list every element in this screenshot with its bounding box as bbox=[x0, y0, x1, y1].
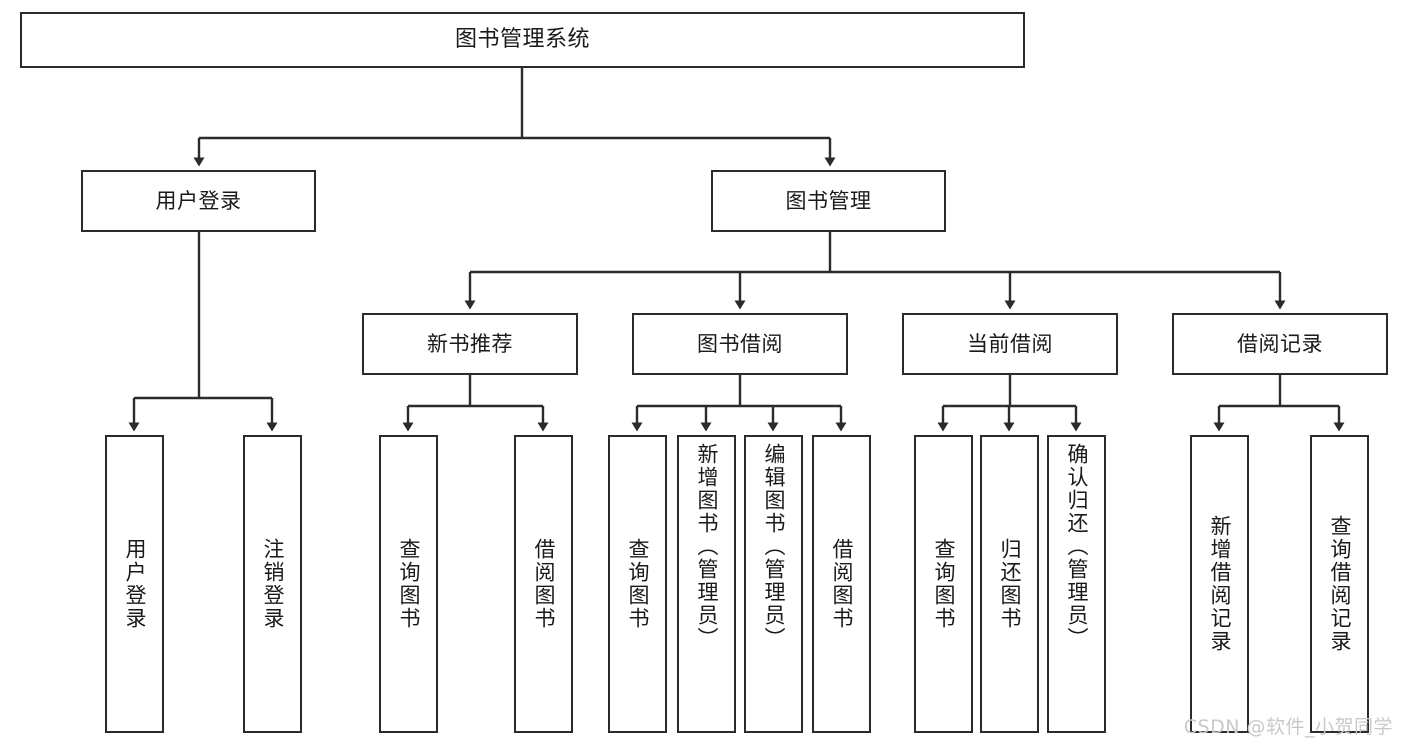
node-label: 新书推荐 bbox=[427, 331, 513, 356]
node-label: 新增借阅记录 bbox=[1208, 515, 1232, 653]
node-book-borrow[interactable]: 图书借阅 bbox=[632, 313, 848, 375]
node-root-system[interactable]: 图书管理系统 bbox=[20, 12, 1025, 68]
leaf-add-book-admin[interactable]: 新增图书（管理员） bbox=[677, 435, 736, 733]
leaf-confirm-return-admin[interactable]: 确认归还（管理员） bbox=[1047, 435, 1106, 733]
leaf-edit-book-admin[interactable]: 编辑图书（管理员） bbox=[744, 435, 803, 733]
node-label: 确认归还（管理员） bbox=[1065, 443, 1089, 650]
leaf-query-book-current[interactable]: 查询图书 bbox=[914, 435, 973, 733]
node-label: 借阅图书 bbox=[532, 538, 556, 630]
node-label: 查询图书 bbox=[932, 538, 956, 630]
node-label: 用户登录 bbox=[123, 538, 147, 630]
leaf-add-borrow-record[interactable]: 新增借阅记录 bbox=[1190, 435, 1249, 733]
leaf-borrow-book[interactable]: 借阅图书 bbox=[812, 435, 871, 733]
leaf-logout[interactable]: 注销登录 bbox=[243, 435, 302, 733]
leaf-borrow-book-recommend[interactable]: 借阅图书 bbox=[514, 435, 573, 733]
node-label: 查询图书 bbox=[626, 538, 650, 630]
leaf-return-book[interactable]: 归还图书 bbox=[980, 435, 1039, 733]
node-label: 编辑图书（管理员） bbox=[762, 443, 786, 650]
node-label: 用户登录 bbox=[155, 188, 242, 213]
node-label: 图书管理系统 bbox=[454, 27, 590, 53]
node-label: 归还图书 bbox=[998, 538, 1022, 630]
node-user-login[interactable]: 用户登录 bbox=[81, 170, 316, 232]
node-label: 借阅图书 bbox=[830, 538, 854, 630]
leaf-user-login[interactable]: 用户登录 bbox=[105, 435, 164, 733]
node-book-management[interactable]: 图书管理 bbox=[711, 170, 946, 232]
node-label: 查询图书 bbox=[397, 538, 421, 630]
node-label: 图书管理 bbox=[785, 188, 872, 213]
node-label: 注销登录 bbox=[261, 538, 285, 630]
leaf-query-book-borrow[interactable]: 查询图书 bbox=[608, 435, 667, 733]
node-label: 查询借阅记录 bbox=[1328, 515, 1352, 653]
node-new-book-recommend[interactable]: 新书推荐 bbox=[362, 313, 578, 375]
node-label: 当前借阅 bbox=[967, 331, 1053, 356]
node-label: 图书借阅 bbox=[697, 331, 783, 356]
watermark: CSDN @软件_小贺同学 bbox=[1183, 716, 1393, 738]
node-current-borrow[interactable]: 当前借阅 bbox=[902, 313, 1118, 375]
node-label: 新增图书（管理员） bbox=[695, 443, 719, 650]
leaf-query-borrow-record[interactable]: 查询借阅记录 bbox=[1310, 435, 1369, 733]
node-borrow-record[interactable]: 借阅记录 bbox=[1172, 313, 1388, 375]
node-label: 借阅记录 bbox=[1237, 331, 1323, 356]
leaf-query-book-recommend[interactable]: 查询图书 bbox=[379, 435, 438, 733]
